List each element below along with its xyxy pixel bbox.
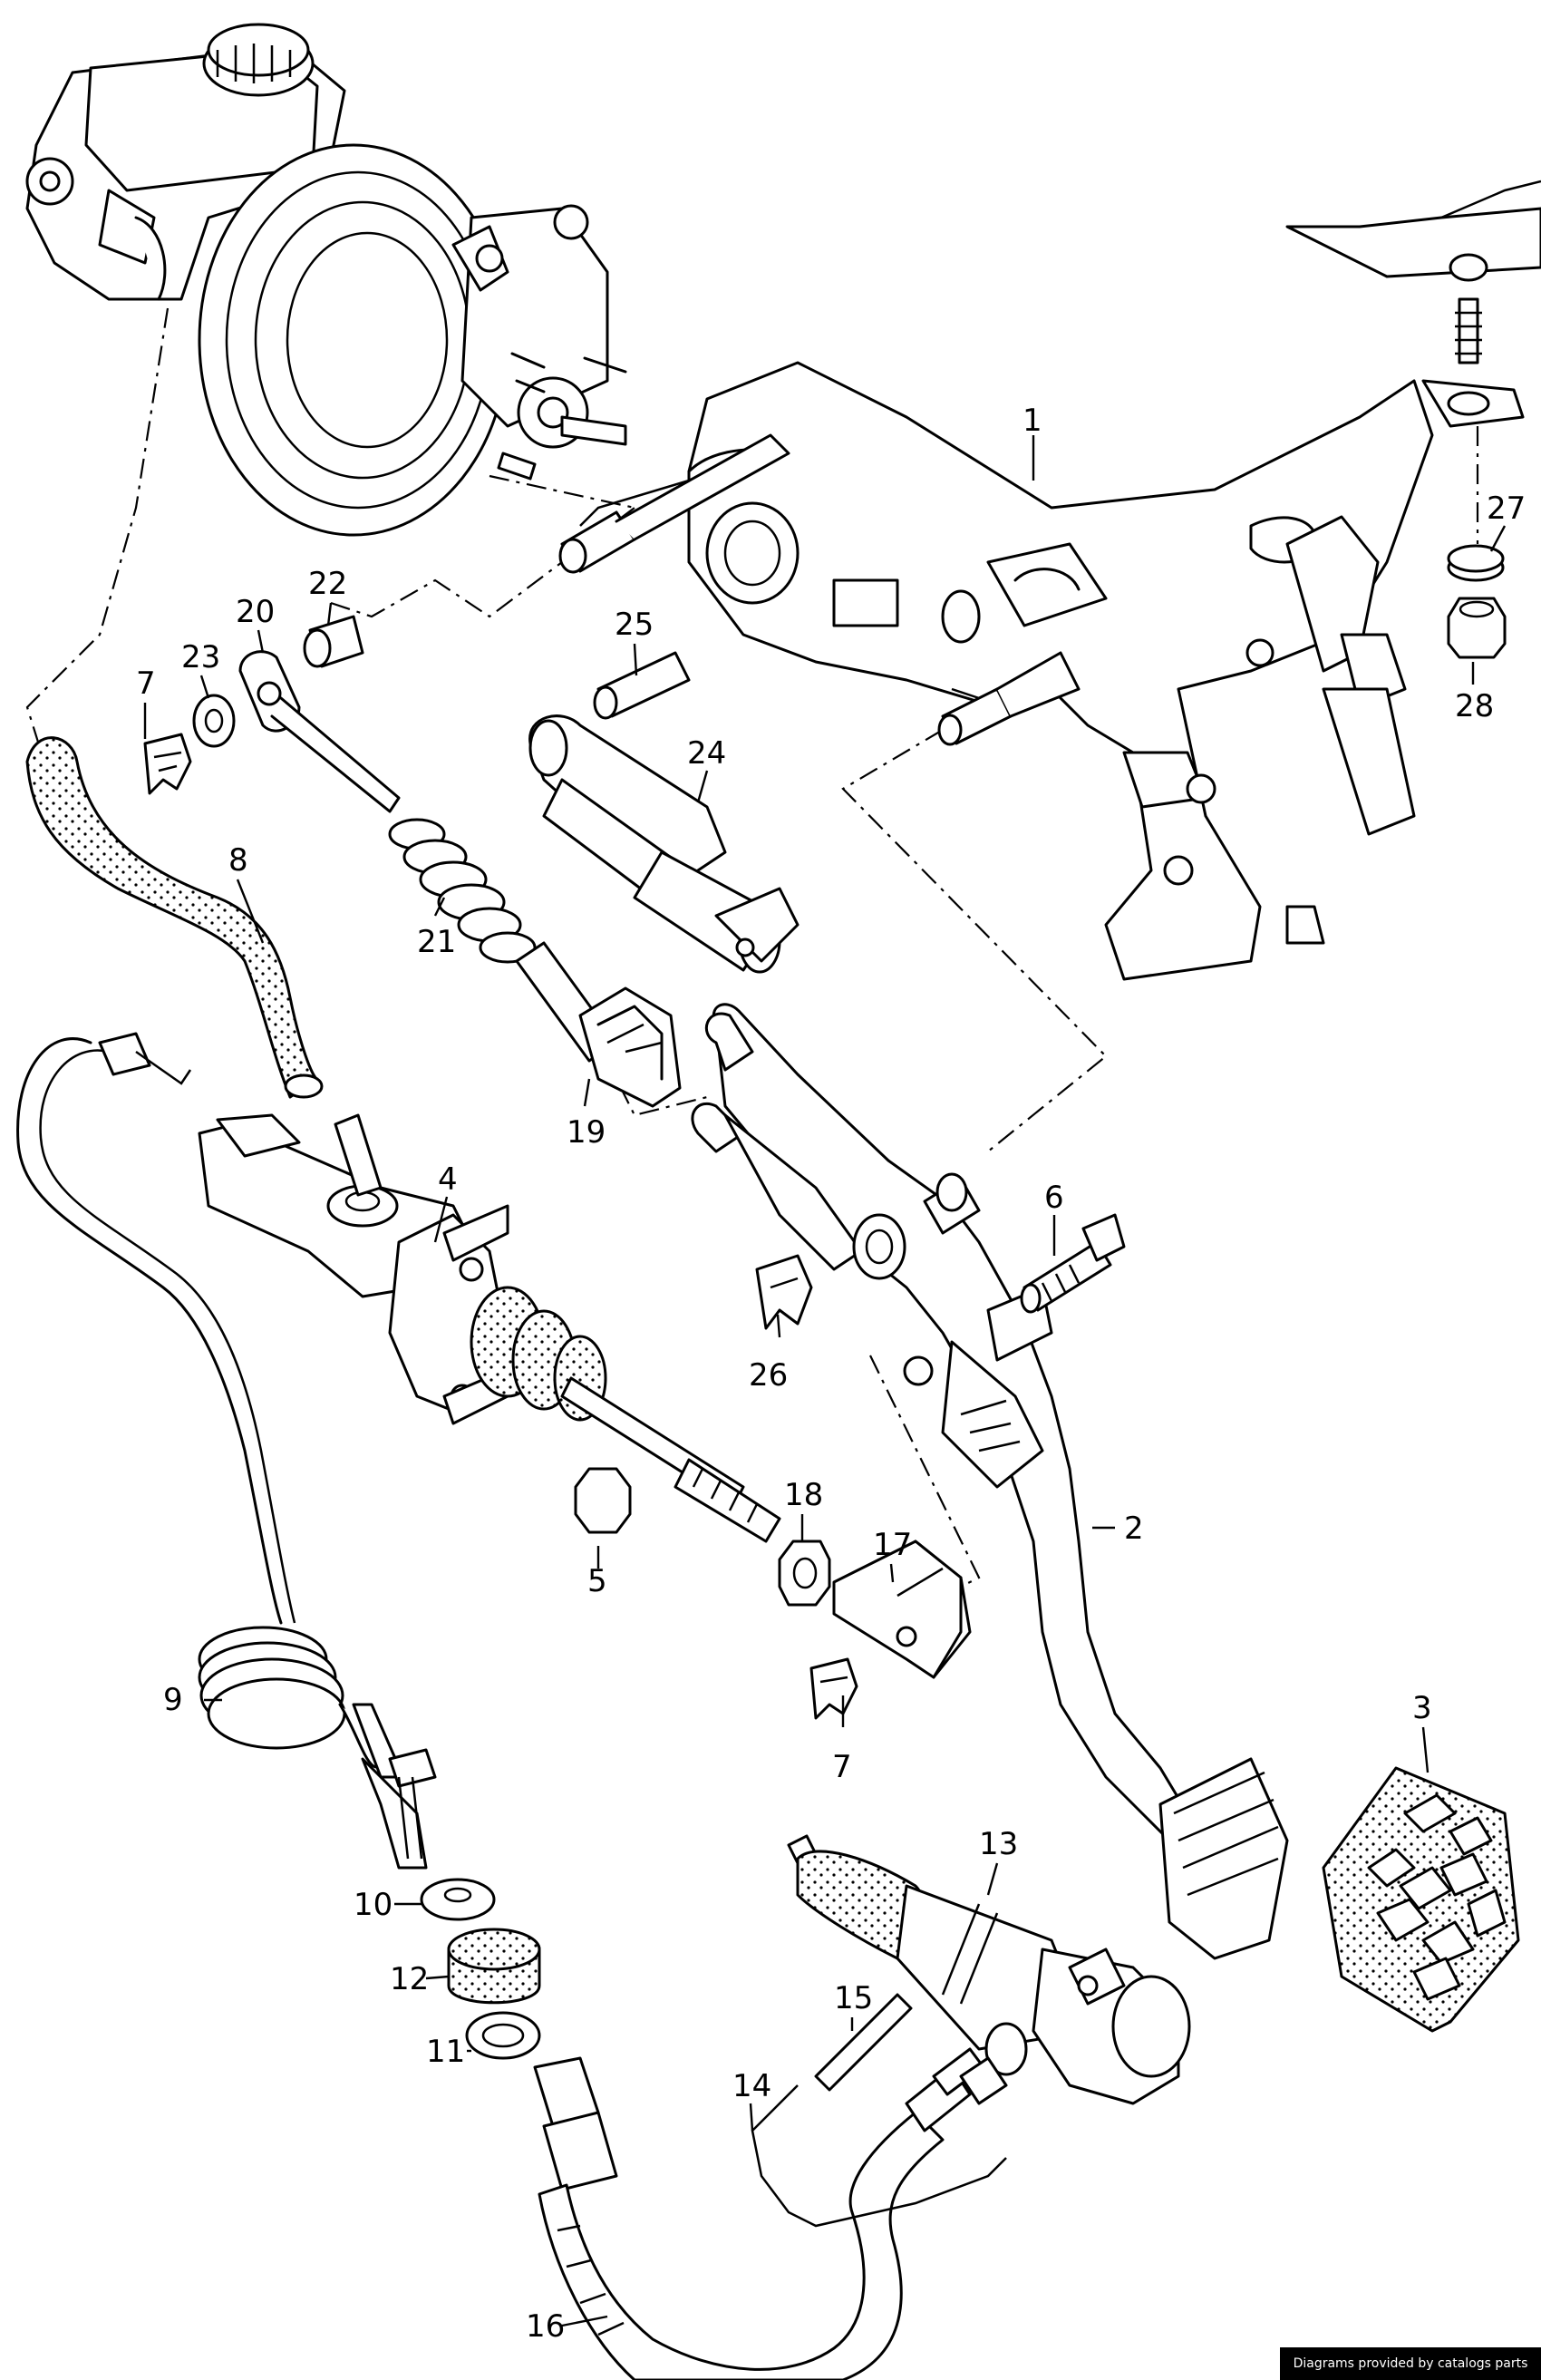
callout-10: 10 bbox=[354, 1887, 393, 1923]
callout-22: 22 bbox=[308, 566, 347, 602]
callout-26: 26 bbox=[749, 1357, 788, 1394]
callout-17: 17 bbox=[873, 1527, 912, 1563]
part-9-clutch-pipe bbox=[16, 1032, 437, 1870]
part-22-bushing bbox=[303, 615, 364, 668]
leader-lines bbox=[143, 435, 1507, 2327]
part-11-washer bbox=[465, 2011, 541, 2060]
part-19-bracket-clip bbox=[578, 986, 682, 1108]
callout-25: 25 bbox=[615, 607, 654, 643]
part-17-clevis bbox=[832, 1540, 972, 1679]
part-24-damper bbox=[528, 714, 800, 974]
part-25-pin bbox=[593, 651, 691, 720]
part-3-pedal-pad bbox=[1322, 1766, 1520, 2033]
part-28-nut bbox=[1447, 597, 1507, 659]
part-21-spring bbox=[388, 818, 537, 964]
callout-21: 21 bbox=[417, 924, 456, 960]
bulkhead-sheet bbox=[1285, 180, 1541, 364]
part-12-grommet bbox=[447, 1928, 541, 2005]
callout-11: 11 bbox=[426, 2034, 465, 2070]
callout-8: 8 bbox=[228, 842, 248, 879]
part-23-washer bbox=[192, 694, 236, 748]
callout-27: 27 bbox=[1487, 491, 1526, 527]
callout-6: 6 bbox=[1044, 1180, 1064, 1216]
part-7-retaining-clip-upper bbox=[143, 733, 192, 795]
callout-23: 23 bbox=[181, 639, 220, 675]
callout-1: 1 bbox=[1022, 403, 1042, 439]
part-15-pin bbox=[814, 1993, 913, 2092]
callout-24: 24 bbox=[687, 735, 726, 772]
part-6-bolt bbox=[1020, 1213, 1126, 1314]
callout-15: 15 bbox=[834, 1980, 873, 2016]
callout-labels: 1 2 3 4 5 6 7 7 8 9 10 11 12 13 14 15 16… bbox=[136, 403, 1526, 2345]
part-10-washer bbox=[420, 1878, 496, 1921]
part-7-retaining-clip-lower bbox=[809, 1657, 858, 1720]
servo-pushrod-pin bbox=[558, 433, 1081, 746]
callout-14: 14 bbox=[732, 2068, 771, 2104]
part-2-clutch-pedal bbox=[691, 1003, 1289, 1960]
part-13-slave-cylinder bbox=[787, 1834, 1191, 2105]
callout-13: 13 bbox=[979, 1826, 1018, 1862]
callout-19: 19 bbox=[567, 1114, 606, 1151]
callout-7-lower: 7 bbox=[832, 1749, 852, 1785]
part-14-wire-clip bbox=[751, 2084, 1007, 2228]
callout-12: 12 bbox=[390, 1961, 429, 1997]
callout-16: 16 bbox=[526, 2308, 565, 2345]
callout-5: 5 bbox=[587, 1563, 607, 1599]
part-4-clutch-master-cylinder bbox=[198, 1113, 781, 1543]
callout-9: 9 bbox=[163, 1682, 183, 1718]
callout-18: 18 bbox=[784, 1477, 823, 1513]
callout-2: 2 bbox=[1124, 1511, 1144, 1547]
part-5-nut bbox=[574, 1467, 632, 1534]
part-8-reservoir-hose bbox=[25, 736, 324, 1099]
part-26-retaining-clip bbox=[755, 1254, 813, 1330]
part-18-nut bbox=[778, 1540, 831, 1607]
callout-3: 3 bbox=[1412, 1690, 1432, 1726]
callout-7-upper: 7 bbox=[136, 665, 156, 702]
part-16-clutch-hose bbox=[533, 2047, 985, 2380]
credit-banner: Diagrams provided by catalogs parts bbox=[1280, 2347, 1541, 2380]
part-20-fork-rod bbox=[238, 650, 401, 813]
callout-4: 4 bbox=[438, 1161, 458, 1198]
callout-28: 28 bbox=[1455, 688, 1494, 724]
part-27-washer bbox=[1447, 544, 1505, 582]
callout-20: 20 bbox=[236, 594, 275, 630]
brake-servo-master-cylinder bbox=[25, 23, 627, 537]
